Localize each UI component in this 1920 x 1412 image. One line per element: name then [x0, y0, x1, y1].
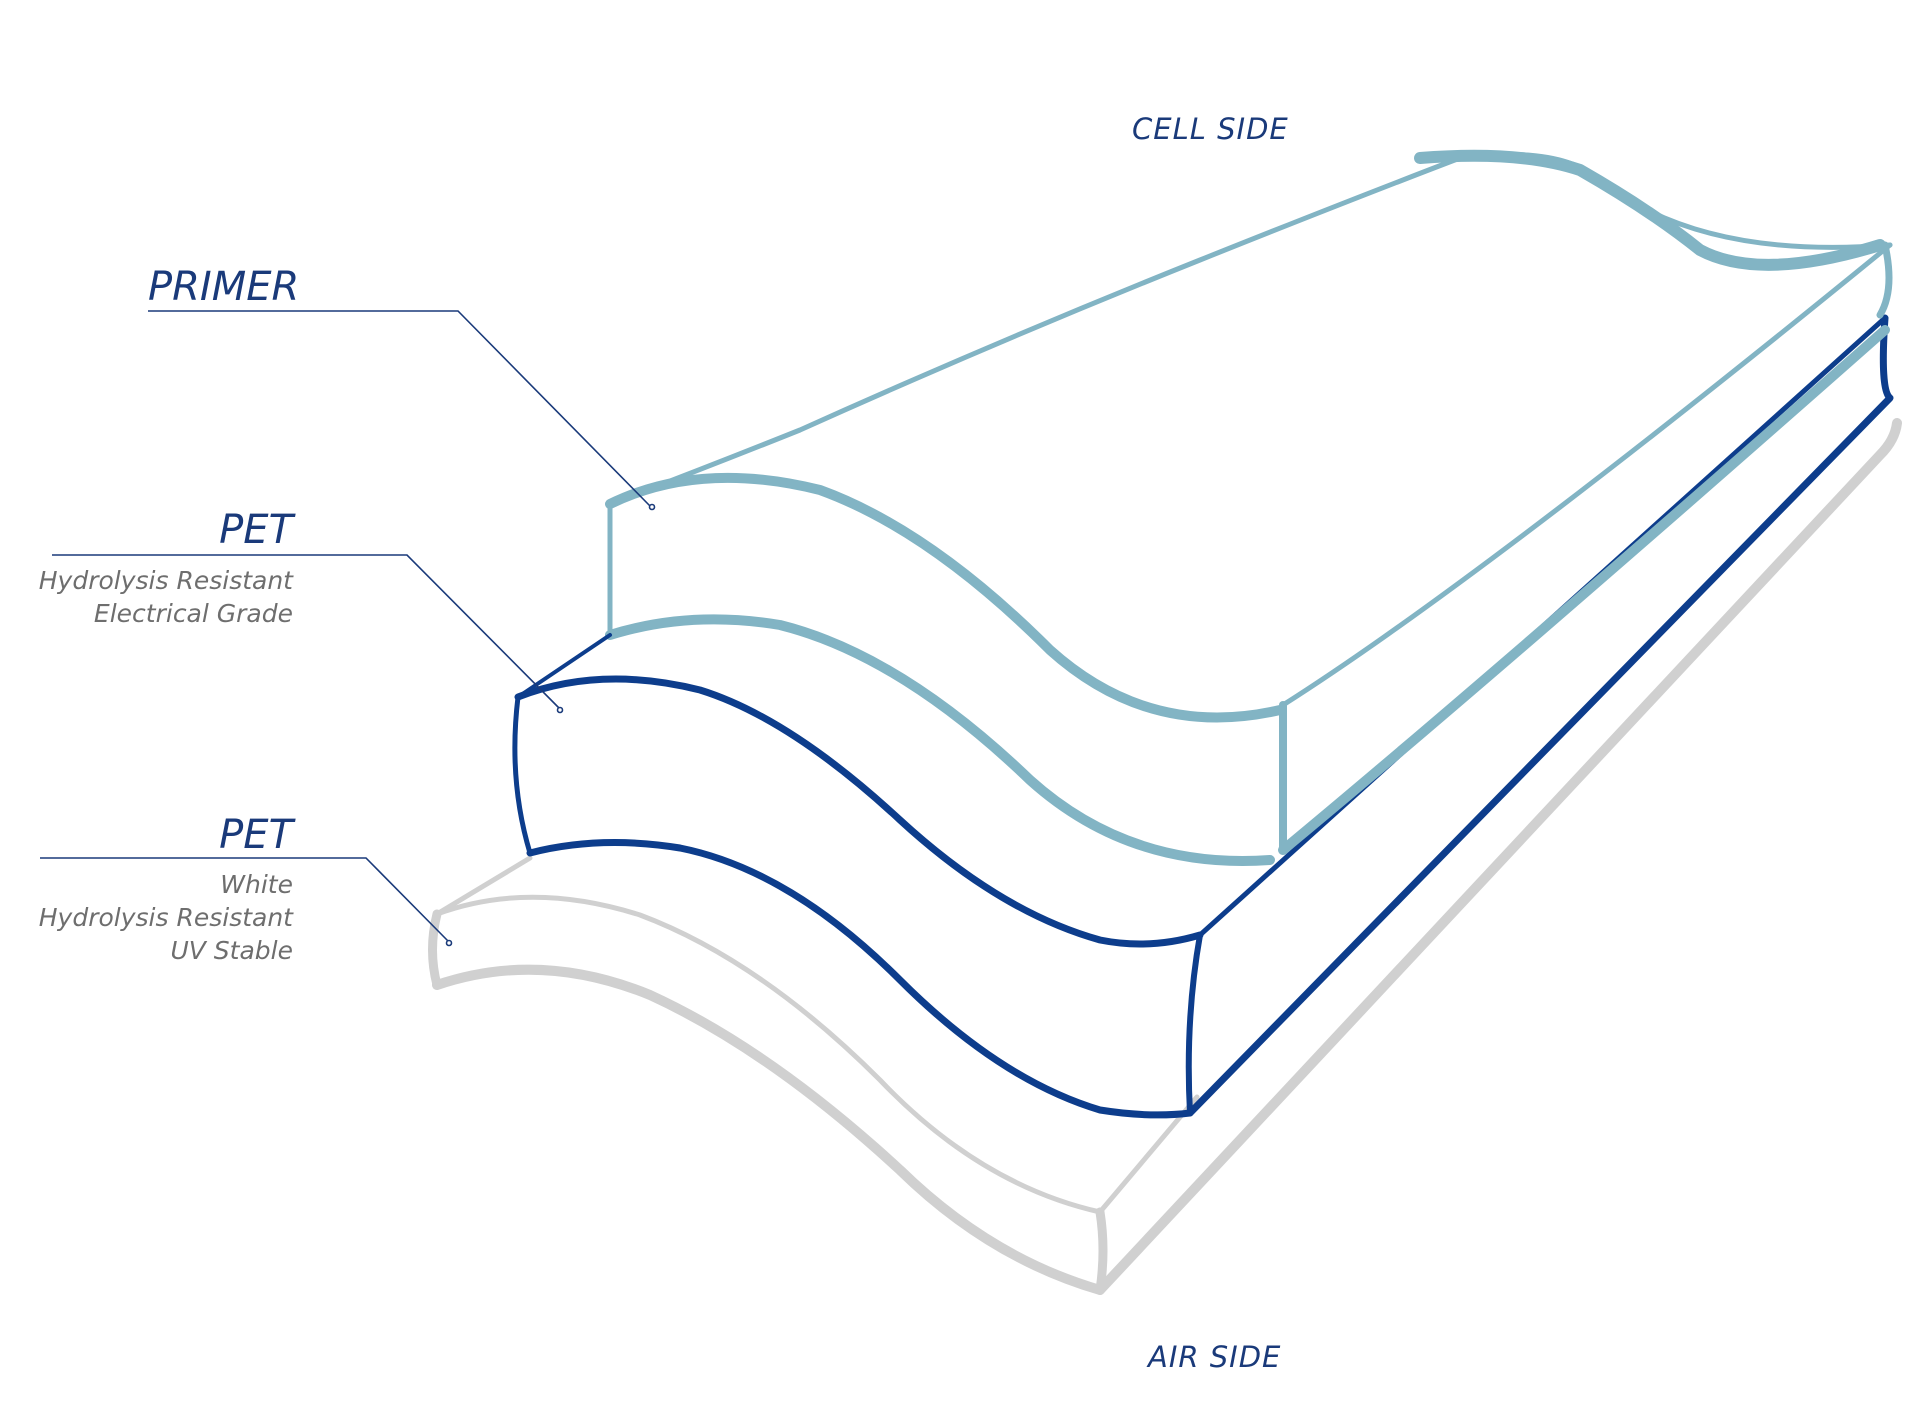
layer-primer-far-edge	[1876, 241, 1893, 319]
layer-pet-white-desc-line: Hydrolysis Resistant	[38, 903, 293, 932]
layer-pet-electrical-description: Hydrolysis Resistant Electrical Grade	[39, 564, 293, 630]
layer-pet-electrical-desc-line: Hydrolysis Resistant	[38, 566, 293, 595]
layer-pet-white-front-top	[434, 894, 1103, 1215]
layer-pet-electrical-right-edge	[1185, 932, 1203, 1116]
layer-pet-electrical-far-edge	[1186, 314, 1894, 1117]
layer-primer-corner	[516, 633, 612, 699]
layer-pet-white-desc-line: UV Stable	[170, 936, 293, 965]
leader-pet-electrical-dot	[556, 706, 564, 714]
layer-primer-right-bottom	[1278, 325, 1890, 855]
layer-pet-white	[428, 418, 1902, 1295]
layer-pet-white-right-edge	[1095, 1207, 1108, 1295]
layer-primer-back-edge	[607, 152, 1893, 507]
layer-pet-white-corner	[434, 855, 533, 917]
layer-primer-front-top	[605, 472, 1285, 723]
layer-pet-white-shadow-edge	[1095, 418, 1902, 1295]
leader-pet-white-dot	[445, 939, 453, 947]
layer-pet-white-title: PET	[219, 812, 293, 858]
layer-pet-electrical-title: PET	[219, 507, 293, 553]
layer-primer-title: PRIMER	[148, 264, 300, 310]
leader-primer-dot	[648, 503, 656, 511]
cell-side-label: CELL SIDE	[1132, 112, 1289, 146]
layer-primer-right-top	[1280, 242, 1893, 708]
layer-pet-white-desc-line: White	[220, 870, 293, 899]
leader-pet-electrical	[52, 554, 560, 709]
leader-primer	[148, 310, 651, 507]
layer-pet-electrical-left-edge	[512, 694, 533, 856]
layer-primer-back-edge-thick	[1414, 149, 1886, 271]
layer-pet-electrical-desc-line: Electrical Grade	[93, 599, 293, 628]
layer-primer-front-bottom	[605, 614, 1275, 866]
layer-primer	[516, 149, 1893, 866]
layer-pet-white-front-bottom	[432, 964, 1105, 1295]
leader-pet-white	[40, 857, 449, 942]
air-side-label: AIR SIDE	[1148, 1340, 1282, 1374]
layer-pet-electrical-front-top	[514, 675, 1204, 948]
leader-lines	[40, 310, 656, 947]
layer-pet-white-description: White Hydrolysis Resistant UV Stable	[39, 868, 293, 967]
layer-pet-electrical-front-bottom	[526, 839, 1194, 1119]
layer-pet-white-left-edge	[428, 909, 442, 990]
